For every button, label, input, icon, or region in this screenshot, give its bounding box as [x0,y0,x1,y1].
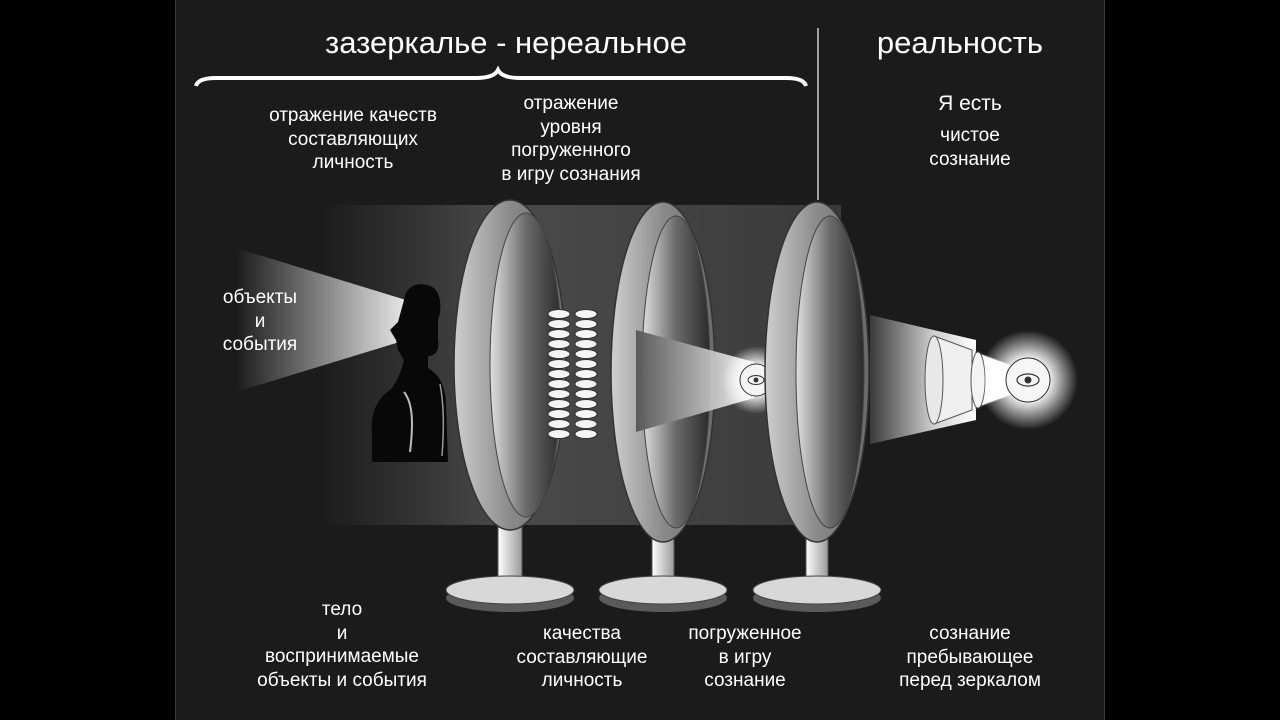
mirror-diagram [194,28,1078,612]
body-label: тело и воспринимаемые объекты и события [257,599,427,691]
immersed-cone [636,330,754,432]
qualities-coin-stacks [547,309,598,439]
header-brace [194,65,808,87]
eye-icon-observer [1005,357,1051,403]
person-silhouette-icon [371,284,448,462]
unreal-heading: зазеркалье - нереальное [325,25,687,60]
slide: зазеркалье - нереальное реальность отраж… [175,0,1105,720]
reality-heading: реальность [876,25,1044,60]
qualities-reflection-label: отражение качеств составляющих личность [269,105,437,173]
objects-events-label: объекты и события [222,287,298,355]
mirror-3 [752,201,882,612]
mirror-1 [445,199,575,612]
eye-icon-immersed [739,363,773,397]
level-reflection-label: отражение уровня погруженного в игру соз… [501,93,641,185]
immersed-consciousness-label: погруженное в игру сознание [688,623,802,691]
qualities-label: качества составляющие личность [516,623,648,691]
perception-cone [236,248,406,392]
i-am-label: Я есть [938,92,1002,115]
consciousness-before-mirror-label: сознание пребывающее перед зеркалом [899,623,1041,691]
pure-consciousness-label: чистое сознание [929,125,1011,170]
